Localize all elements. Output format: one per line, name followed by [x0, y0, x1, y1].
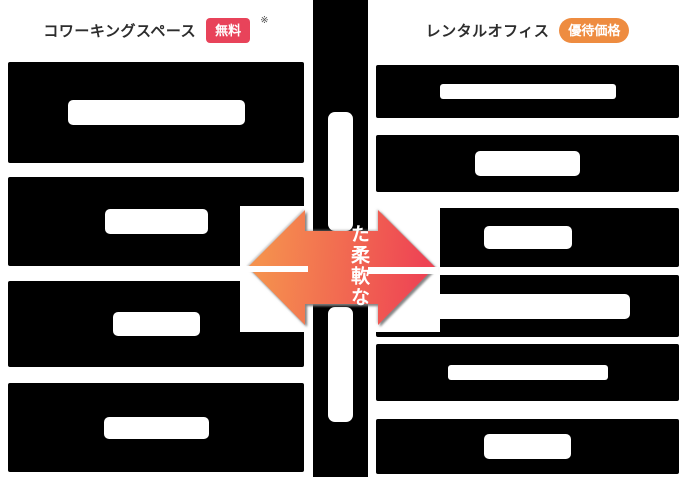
divider-text-blob-bottom [328, 307, 353, 422]
row-gap-strip-left [244, 266, 308, 272]
box-right-1 [376, 65, 679, 118]
redacted-text-blob [447, 365, 608, 380]
redacted-text-blob [439, 84, 616, 99]
redacted-text-blob [425, 293, 630, 319]
left-column-title: コワーキングスペース [43, 22, 197, 40]
redacted-text-blob [67, 100, 245, 125]
divider-text-blob-top [328, 112, 353, 231]
box-right-2 [376, 135, 679, 192]
redacted-text-blob [112, 312, 200, 336]
left-column: コワーキングスペース 無料 ※ [8, 0, 304, 477]
redacted-text-blob [104, 209, 208, 234]
redacted-text-blob [475, 151, 580, 176]
redacted-text-blob [484, 434, 571, 459]
right-column-header: レンタルオフィス 優待価格 [376, 15, 679, 45]
right-column-title: レンタルオフィス [425, 22, 550, 40]
box-left-1 [8, 62, 304, 163]
row-gap-strip-right [368, 267, 438, 274]
left-column-header: コワーキングスペース 無料 ※ [8, 15, 304, 45]
redacted-text-blob [483, 226, 572, 249]
box-left-4 [8, 383, 304, 472]
box-right-5 [376, 344, 679, 401]
preferred-price-badge: 優待価格 [559, 17, 630, 43]
arrow-vertical-label: た柔軟な [348, 224, 369, 308]
free-badge: 無料 [206, 17, 251, 43]
asterisk-note: ※ [260, 15, 269, 26]
redacted-text-blob [103, 416, 209, 439]
box-right-6 [376, 419, 679, 474]
